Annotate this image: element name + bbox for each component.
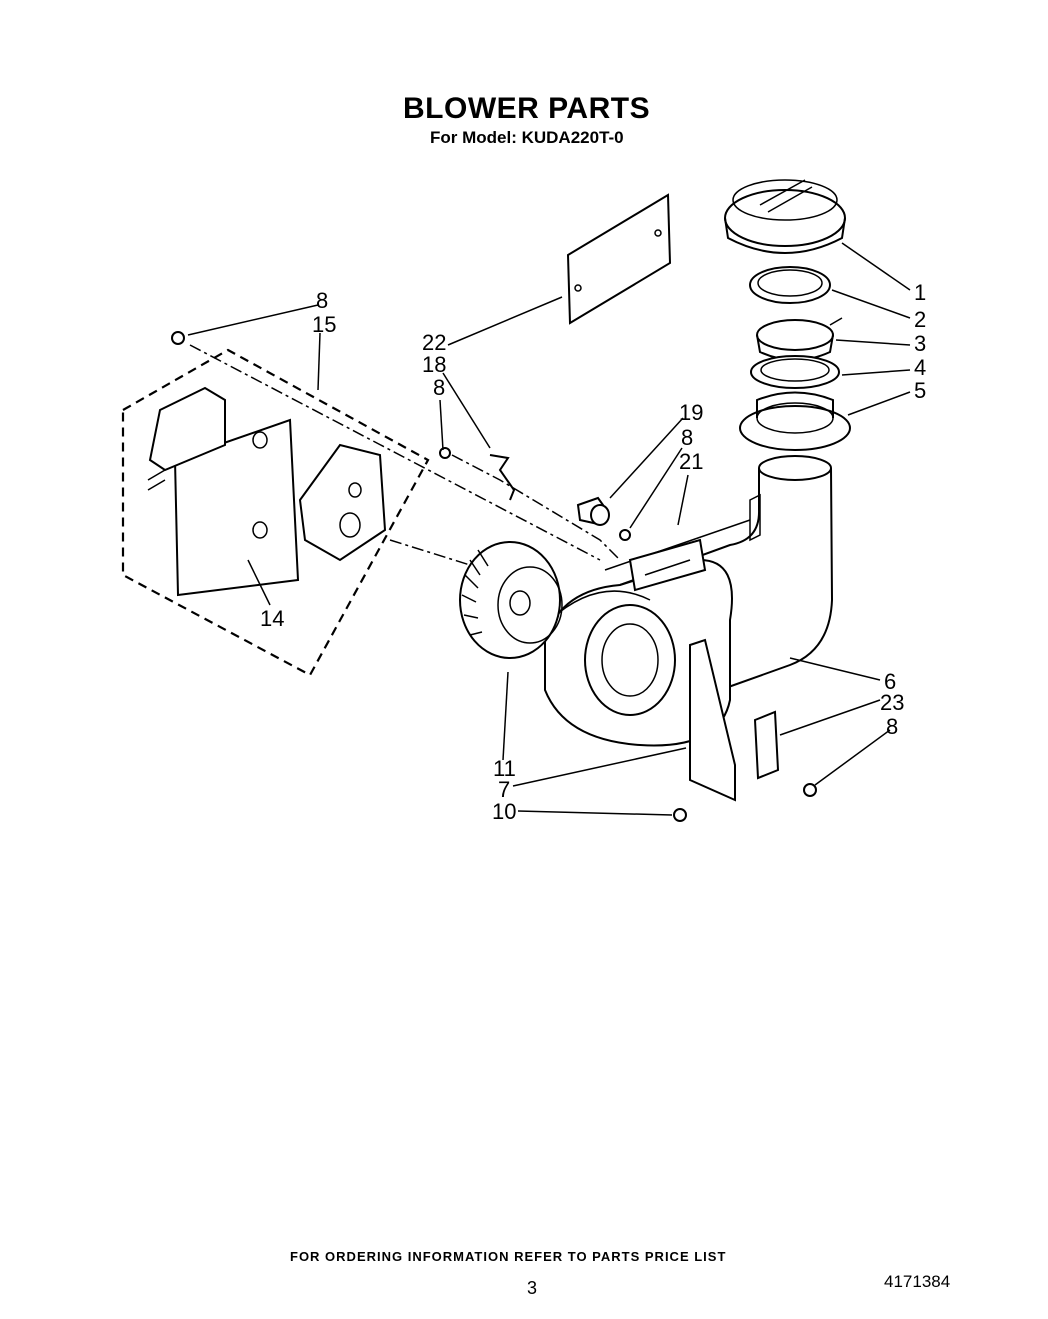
callout-8-mid: 8	[433, 375, 445, 400]
part-11-blower-wheel	[459, 541, 563, 659]
callout-15: 15	[312, 312, 336, 337]
part-22-plate	[566, 193, 672, 325]
screw-8-top-left	[171, 331, 185, 345]
callout-4: 4	[914, 355, 926, 380]
part-2-ring	[749, 266, 831, 304]
leader-lines	[187, 242, 911, 816]
part-18-clip	[489, 454, 516, 501]
model-subtitle: For Model: KUDA220T-0	[430, 128, 624, 147]
part-15-motor-assembly	[121, 348, 430, 677]
callout-6: 6	[884, 669, 896, 694]
part-21-terminal-block	[628, 538, 707, 592]
part-7-bracket	[689, 638, 736, 802]
callout-7: 7	[498, 777, 510, 802]
part-23-bracket	[753, 710, 780, 780]
page-number: 3	[527, 1278, 538, 1298]
part-4-gasket	[750, 355, 840, 389]
document-number: 4171384	[884, 1272, 951, 1291]
callout-10: 10	[492, 799, 516, 824]
callout-8-right: 8	[886, 714, 898, 739]
page-title: BLOWER PARTS	[403, 92, 651, 125]
callout-11: 11	[493, 756, 516, 781]
ordering-info-footer: FOR ORDERING INFORMATION REFER TO PARTS …	[290, 1249, 727, 1264]
assembly-line-3	[451, 454, 621, 561]
part-5-flange	[739, 391, 851, 451]
screw-8-mid	[439, 447, 451, 459]
screw-8-right	[803, 783, 817, 797]
callout-21: 21	[679, 449, 703, 474]
callout-19: 19	[679, 400, 703, 425]
blower-housing	[544, 558, 733, 747]
callout-22: 22	[422, 330, 446, 355]
part-3-collar	[756, 317, 843, 361]
callout-8-b: 8	[681, 425, 693, 450]
assembly-line-1	[189, 344, 601, 561]
callout-1: 1	[914, 280, 926, 305]
callout-5: 5	[914, 378, 926, 403]
callout-14: 14	[260, 606, 284, 631]
part-6-duct	[604, 455, 834, 691]
assembly-line-2	[389, 539, 471, 566]
screw-10	[673, 808, 687, 822]
callout-23: 23	[880, 690, 904, 715]
callout-8-top-left: 8	[316, 288, 328, 313]
part-19-switch	[576, 496, 610, 526]
callout-3: 3	[914, 331, 926, 356]
callout-2: 2	[914, 307, 926, 332]
callout-18: 18	[422, 352, 446, 377]
part-1-cap	[724, 179, 846, 254]
screw-8-b	[619, 529, 631, 541]
